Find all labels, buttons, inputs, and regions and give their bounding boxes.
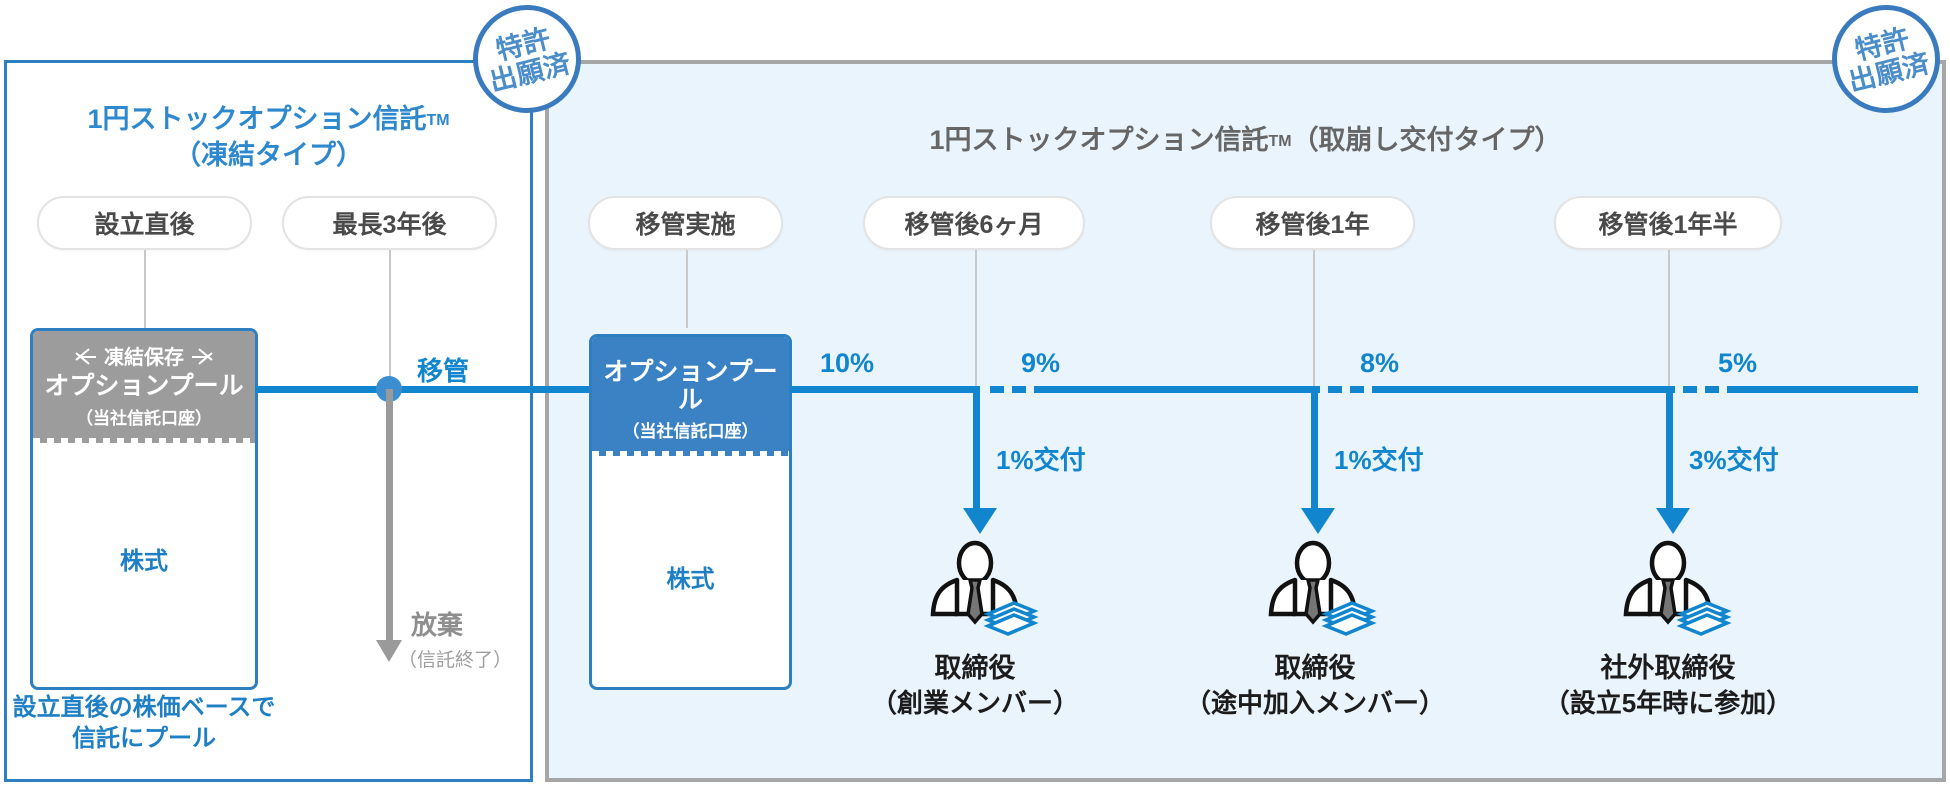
left-title-tm: TM (426, 112, 450, 129)
left-pool-header: 凍結保存 オプションプール （当社信託口座） (33, 331, 255, 443)
left-pool-body-label: 株式 (120, 548, 168, 575)
pill-right-3-label: 移管後1年半 (1598, 211, 1738, 239)
recipient-label-1: 取締役 （途中加入メンバー） (1130, 650, 1500, 721)
pill-left-1-label: 最長3年後 (332, 211, 447, 239)
recipient-label-0: 取締役 （創業メンバー） (815, 650, 1135, 721)
remaining-pct-0: 10% (820, 348, 875, 378)
flow-dash-1a (1328, 386, 1342, 393)
left-title-line1: 1円ストックオプション信託 (87, 104, 427, 134)
right-pool-body-label: 株式 (666, 565, 715, 593)
recipient-sub-1: （途中加入メンバー） (1184, 688, 1445, 719)
recipient-sub-2: （設立5年時に参加） (1543, 688, 1793, 719)
recipient-title-0: 取締役 (934, 653, 1016, 683)
transfer-label: 移管 (417, 356, 470, 386)
left-panel-title: 1円ストックオプション信託TM （凍結タイプ） (4, 102, 533, 173)
grant-drop-0 (973, 386, 980, 512)
pill-left-1[interactable]: 最長3年後 (282, 196, 497, 250)
flow-seg-2 (1372, 386, 1675, 393)
right-pool-title: オプションプール (603, 358, 778, 414)
arrow-down-icon-0 (963, 508, 997, 534)
flow-seg-0 (790, 386, 980, 393)
grant-label-0: 1%交付 (996, 445, 1086, 475)
tick-right-2 (1313, 250, 1315, 386)
frozen-tag: 凍結保存 (75, 340, 213, 371)
tick-right-0 (686, 250, 688, 328)
pill-right-2[interactable]: 移管後1年 (1210, 196, 1415, 250)
left-pool-title: オプションプール (44, 372, 244, 400)
pill-right-0[interactable]: 移管実施 (588, 196, 783, 250)
pill-right-1[interactable]: 移管後6ヶ月 (863, 196, 1085, 250)
recipient-title-1: 取締役 (1274, 653, 1356, 683)
abandon-sublabel: （信託終了） (398, 650, 513, 671)
pill-left-0-label: 設立直後 (94, 211, 195, 239)
grant-drop-2 (1666, 386, 1673, 512)
left-option-pool-box: 凍結保存 オプションプール （当社信託口座） 株式 (30, 328, 258, 690)
person-with-cash-icon-0 (910, 530, 1040, 640)
tick-left-1 (389, 250, 391, 378)
pill-right-3[interactable]: 移管後1年半 (1554, 196, 1782, 250)
left-pool-sub: （当社信託口座） (76, 408, 212, 428)
tick-left-0 (144, 250, 146, 328)
arrow-down-icon-2 (1656, 508, 1690, 534)
pill-right-0-label: 移管実施 (635, 211, 736, 239)
flow-dash-0b (1012, 386, 1026, 393)
flow-dash-2a (1683, 386, 1697, 393)
right-title-tm: TM (1268, 133, 1292, 150)
flow-dash-0a (990, 386, 1004, 393)
right-title-line1: 1円ストックオプション信託 (929, 125, 1269, 155)
person-with-cash-icon-1 (1248, 530, 1378, 640)
arrow-down-icon-1 (1301, 508, 1335, 534)
remaining-pct-3: 5% (1718, 348, 1758, 378)
flow-dash-2b (1705, 386, 1719, 393)
abandon-line (386, 389, 393, 643)
arrow-down-grey-icon (376, 640, 402, 662)
right-title-line2: （取崩し交付タイプ） (1291, 125, 1562, 155)
pill-right-1-label: 移管後6ヶ月 (904, 211, 1044, 239)
tick-right-3 (1668, 250, 1670, 386)
left-title-line2: （凍結タイプ） (174, 139, 363, 170)
left-footnote-line1: 設立直後の株価ベースで (12, 694, 276, 721)
person-with-cash-icon-2 (1603, 530, 1733, 640)
remaining-pct-2: 8% (1360, 348, 1400, 378)
recipient-sub-0: （創業メンバー） (870, 688, 1079, 719)
right-pool-sub: （当社信託口座） (622, 422, 759, 441)
left-footnote-line2: 信託にプール (72, 725, 216, 753)
left-footnote: 設立直後の株価ベースで 信託にプール (8, 692, 280, 754)
right-pool-header: オプションプール （当社信託口座） (592, 337, 789, 456)
grant-label-1: 1%交付 (1334, 445, 1424, 475)
right-panel-title: 1円ストックオプション信託TM（取崩し交付タイプ） (545, 118, 1946, 157)
recipient-label-2: 社外取締役 （設立5年時に参加） (1478, 650, 1858, 721)
grant-label-2: 3%交付 (1689, 445, 1779, 475)
flow-seg-3 (1727, 386, 1918, 393)
flow-dash-1b (1350, 386, 1364, 393)
flow-seg-1 (1034, 386, 1320, 393)
remaining-pct-1: 9% (1021, 348, 1061, 378)
right-option-pool-box: オプションプール （当社信託口座） 株式 (589, 334, 792, 690)
tick-right-1 (975, 250, 977, 386)
transfer-line (255, 386, 606, 393)
left-pool-body: 株式 (33, 443, 255, 675)
abandon-label: 放棄 (411, 610, 464, 640)
pill-left-0[interactable]: 設立直後 (37, 196, 252, 250)
recipient-title-2: 社外取締役 (1600, 653, 1736, 683)
frozen-tag-label: 凍結保存 (104, 347, 184, 369)
pill-right-2-label: 移管後1年 (1255, 211, 1370, 239)
grant-drop-1 (1311, 386, 1318, 512)
right-pool-body: 株式 (592, 456, 789, 687)
